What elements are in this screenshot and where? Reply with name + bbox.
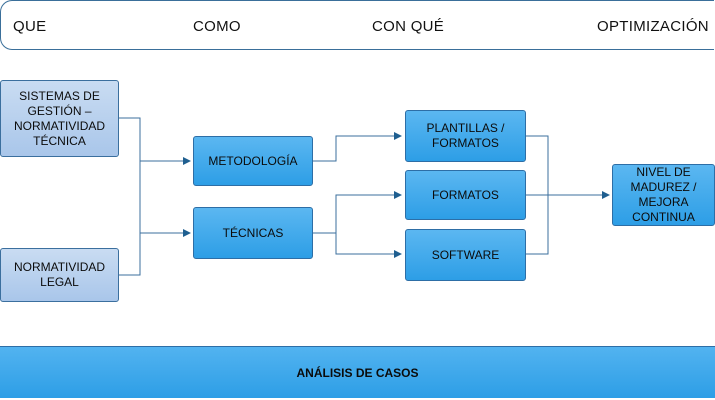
node-sistemas-label: SISTEMAS DE GESTIÓN – NORMATIVIDAD TÉCNI… (13, 88, 106, 148)
node-nivel-label: NIVEL DE MADUREZ / MEJORA CONTINUA (630, 165, 697, 224)
edge-plantillas-nivel (526, 135, 549, 195)
node-normatividad-legal: NORMATIVIDAD LEGAL (0, 248, 119, 302)
edge-legal (118, 233, 141, 276)
header-optimizacion: OPTIMIZACIÓN (597, 18, 709, 35)
edge-sistemas-metodologia (118, 117, 191, 165)
node-tecnicas-label: TÉCNICAS (222, 225, 284, 240)
node-software-label: SOFTWARE (431, 247, 500, 262)
edge-tecnicas-software (335, 233, 402, 258)
header-bar: QUE COMO CON QUÉ OPTIMIZACIÓN (0, 0, 714, 50)
node-tecnicas: TÉCNICAS (193, 207, 313, 259)
edge-software-nivel (526, 195, 549, 255)
node-software: SOFTWARE (405, 229, 526, 281)
node-nivel-de-madurez: NIVEL DE MADUREZ / MEJORA CONTINUA (612, 164, 715, 226)
node-normatividad-legal-label: NORMATIVIDAD LEGAL (13, 260, 106, 289)
node-sistemas-de-gestion: SISTEMAS DE GESTIÓN – NORMATIVIDAD TÉCNI… (0, 80, 119, 157)
node-plantillas-formatos: PLANTILLAS / FORMATOS (405, 110, 526, 162)
node-formatos-label: FORMATOS (432, 187, 499, 202)
analisis-de-casos-bar: ANÁLISIS DE CASOS (0, 346, 715, 398)
node-metodologia: METODOLOGÍA (193, 136, 313, 186)
analisis-de-casos-label: ANÁLISIS DE CASOS (296, 365, 419, 380)
header-que: QUE (13, 18, 47, 35)
edge-metodologia-plantillas (313, 132, 402, 162)
edge-tecnicas-formatos (313, 191, 402, 234)
node-formatos: FORMATOS (405, 170, 526, 220)
header-con-que: CON QUÉ (372, 18, 445, 35)
header-como: COMO (193, 18, 241, 35)
edge-sistemas-tecnicas (139, 161, 191, 237)
node-plantillas-label: PLANTILLAS / FORMATOS (426, 121, 505, 150)
node-metodologia-label: METODOLOGÍA (208, 153, 298, 168)
